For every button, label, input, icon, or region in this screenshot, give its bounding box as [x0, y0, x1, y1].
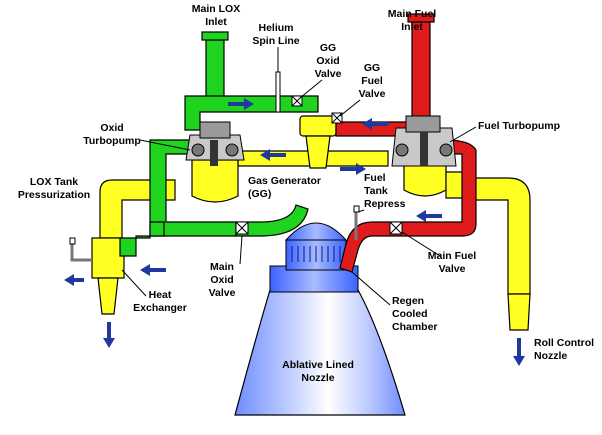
svg-text:Turbopump: Turbopump: [83, 135, 141, 147]
svg-text:Oxid: Oxid: [316, 55, 339, 67]
leader-lines: [121, 47, 477, 306]
svg-text:GG: GG: [364, 62, 380, 74]
label-main-lox-inlet: Main LOX Inlet: [192, 3, 240, 28]
svg-text:Fuel: Fuel: [364, 172, 386, 184]
svg-text:Valve: Valve: [209, 287, 236, 299]
svg-text:Valve: Valve: [439, 263, 466, 275]
svg-text:Main Fuel: Main Fuel: [428, 250, 477, 262]
thin-lines: [69, 71, 360, 262]
svg-text:Chamber: Chamber: [392, 321, 438, 333]
svg-text:LOX Tank: LOX Tank: [30, 176, 78, 188]
label-gas-generator: Gas Generator (GG): [248, 175, 321, 200]
svg-text:Heat: Heat: [149, 289, 172, 301]
label-main-fuel-inlet: Main Fuel Inlet: [388, 8, 437, 33]
svg-text:Inlet: Inlet: [205, 16, 227, 28]
svg-text:Main Fuel: Main Fuel: [388, 8, 437, 20]
fuel-turbopump: [391, 115, 457, 167]
svg-text:Gas Generator: Gas Generator: [248, 175, 321, 187]
svg-text:Oxid: Oxid: [100, 122, 123, 134]
svg-text:Helium: Helium: [258, 22, 293, 34]
flow-arrow-icon: [64, 98, 525, 366]
svg-text:Main: Main: [210, 261, 234, 273]
svg-text:Valve: Valve: [359, 88, 386, 100]
label-roll-control-nozzle: Roll Control Nozzle: [534, 337, 594, 362]
label-helium-spin-line: Helium Spin Line: [252, 22, 299, 47]
gas-lines: [91, 115, 531, 331]
lox-lines: [119, 31, 319, 257]
svg-text:Inlet: Inlet: [401, 21, 423, 33]
label-fuel-turbopump: Fuel Turbopump: [478, 120, 560, 132]
ablative-nozzle: [234, 289, 406, 416]
svg-text:Fuel Turbopump: Fuel Turbopump: [478, 120, 560, 132]
svg-text:Valve: Valve: [315, 68, 342, 80]
label-regen-cooled-chamber: Regen Cooled Chamber: [392, 295, 438, 333]
label-gg-oxid-valve: GG Oxid Valve: [315, 42, 342, 80]
svg-text:Fuel: Fuel: [361, 75, 383, 87]
svg-text:Nozzle: Nozzle: [534, 350, 567, 362]
label-main-oxid-valve: Main Oxid Valve: [209, 261, 236, 299]
regen-cooled-chamber: [269, 222, 359, 293]
svg-text:(GG): (GG): [248, 188, 271, 200]
svg-text:Spin Line: Spin Line: [252, 35, 299, 47]
svg-text:Ablative Lined: Ablative Lined: [282, 359, 354, 371]
oxid-turbopump: [185, 121, 245, 166]
svg-text:Oxid: Oxid: [210, 274, 233, 286]
label-fuel-tank-repress: Fuel Tank Repress: [364, 172, 406, 210]
svg-text:Pressurization: Pressurization: [18, 189, 90, 201]
label-heat-exchanger: Heat Exchanger: [133, 289, 187, 314]
label-oxid-turbopump: Oxid Turbopump: [83, 122, 141, 147]
svg-text:Exchanger: Exchanger: [133, 302, 187, 314]
svg-text:Tank: Tank: [364, 185, 388, 197]
svg-text:GG: GG: [320, 42, 336, 54]
label-ablative-lined-nozzle: Ablative Lined Nozzle: [282, 359, 354, 384]
label-lox-tank-pressurization: LOX Tank Pressurization: [18, 176, 90, 201]
label-main-fuel-valve: Main Fuel Valve: [428, 250, 477, 275]
svg-text:Nozzle: Nozzle: [301, 372, 334, 384]
svg-text:Roll Control: Roll Control: [534, 337, 594, 349]
svg-text:Cooled: Cooled: [392, 308, 428, 320]
label-gg-fuel-valve: GG Fuel Valve: [359, 62, 386, 100]
svg-text:Repress: Repress: [364, 198, 406, 210]
svg-text:Regen: Regen: [392, 295, 424, 307]
svg-text:Main LOX: Main LOX: [192, 3, 240, 15]
